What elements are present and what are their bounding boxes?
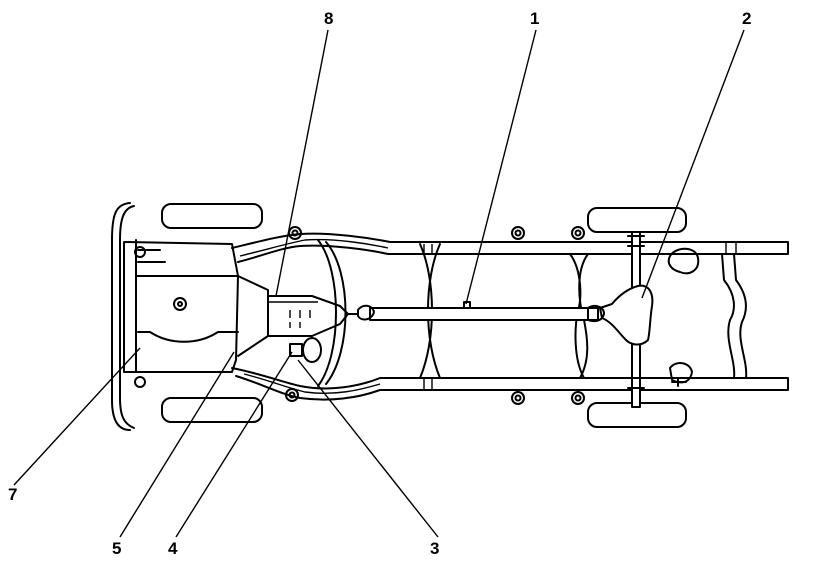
bellhousing — [237, 275, 269, 357]
engine-block — [123, 239, 239, 373]
leader-3 — [297, 359, 439, 538]
leader-8 — [275, 29, 329, 297]
front-left-tire — [161, 203, 263, 229]
callout-7: 7 — [8, 485, 17, 504]
sensor-component — [289, 337, 322, 363]
transmission-case — [267, 295, 359, 337]
callout-2: 2 — [742, 9, 751, 28]
front-right-tire — [161, 397, 263, 423]
frame-rail-upper — [231, 232, 789, 263]
leader-1 — [465, 29, 537, 305]
leader-7 — [13, 347, 141, 486]
drive-shaft — [357, 301, 605, 323]
rear-differential — [599, 284, 654, 346]
callout-1: 1 — [530, 9, 539, 28]
leader-4 — [175, 351, 293, 538]
frame-mounts — [134, 226, 585, 405]
front-bumper — [111, 202, 135, 431]
callout-4: 4 — [168, 539, 178, 558]
callout-8: 8 — [324, 9, 333, 28]
leader-2 — [641, 29, 745, 299]
callout-3: 3 — [430, 539, 439, 558]
leader-5 — [119, 351, 235, 538]
callout-5: 5 — [112, 539, 121, 558]
leader-lines — [13, 29, 745, 538]
frame-rail-lower — [231, 367, 789, 401]
